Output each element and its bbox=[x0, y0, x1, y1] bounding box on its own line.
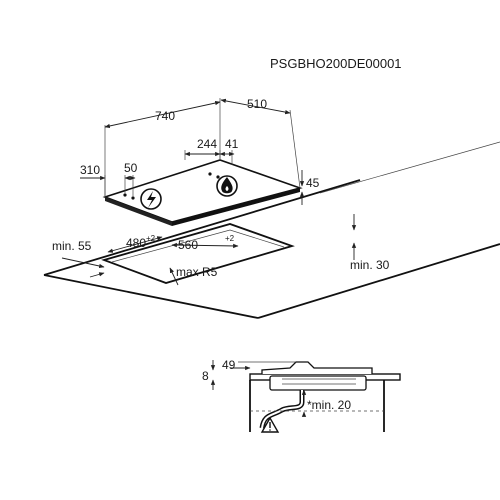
dim-45-label: 45 bbox=[306, 176, 320, 190]
dim-min-20: *min. 20 bbox=[301, 389, 351, 417]
dim-310-50: 310 50 bbox=[80, 161, 138, 197]
dim-min-30: min. 30 bbox=[350, 214, 390, 272]
dim-min-30-label: min. 30 bbox=[350, 258, 390, 272]
dim-740-label: 740 bbox=[155, 109, 175, 123]
dim-41-label: 41 bbox=[225, 137, 239, 151]
dim-560: 560 +2 bbox=[171, 234, 239, 252]
dim-8: 8 bbox=[202, 360, 216, 390]
dim-480-label: 480 bbox=[126, 236, 146, 250]
dim-510-label: 510 bbox=[247, 97, 267, 111]
dim-244-label: 244 bbox=[197, 137, 217, 151]
dim-49-label: 49 bbox=[222, 358, 236, 372]
dim-244-41: 244 41 bbox=[184, 137, 239, 165]
dim-480: 480 +2 bbox=[107, 234, 163, 253]
radius-label: max R5 bbox=[176, 265, 218, 279]
dim-480-tol: +2 bbox=[146, 234, 156, 243]
dim-min-55-label: min. 55 bbox=[52, 239, 92, 253]
dim-310-label: 310 bbox=[80, 163, 100, 177]
dim-560-label: 560 bbox=[178, 238, 198, 252]
dim-560-tol: +2 bbox=[225, 234, 235, 243]
gas-flame-icon bbox=[216, 175, 238, 197]
dim-8-label: 8 bbox=[202, 369, 209, 383]
drawing-code: PSGBHO200DE00001 bbox=[270, 56, 402, 71]
section-view bbox=[249, 361, 401, 432]
radius-note: max R5 bbox=[169, 265, 218, 286]
dim-510: 510 bbox=[220, 97, 301, 189]
electric-burner-icon bbox=[140, 188, 162, 210]
dim-49: 49 bbox=[222, 358, 296, 372]
dim-45: 45 bbox=[299, 170, 320, 205]
warning-triangle-icon bbox=[260, 416, 280, 433]
dim-min-20-label: *min. 20 bbox=[307, 398, 351, 412]
worktop bbox=[43, 141, 500, 319]
dim-min-55: min. 55 bbox=[52, 239, 105, 278]
dim-50-label: 50 bbox=[124, 161, 138, 175]
